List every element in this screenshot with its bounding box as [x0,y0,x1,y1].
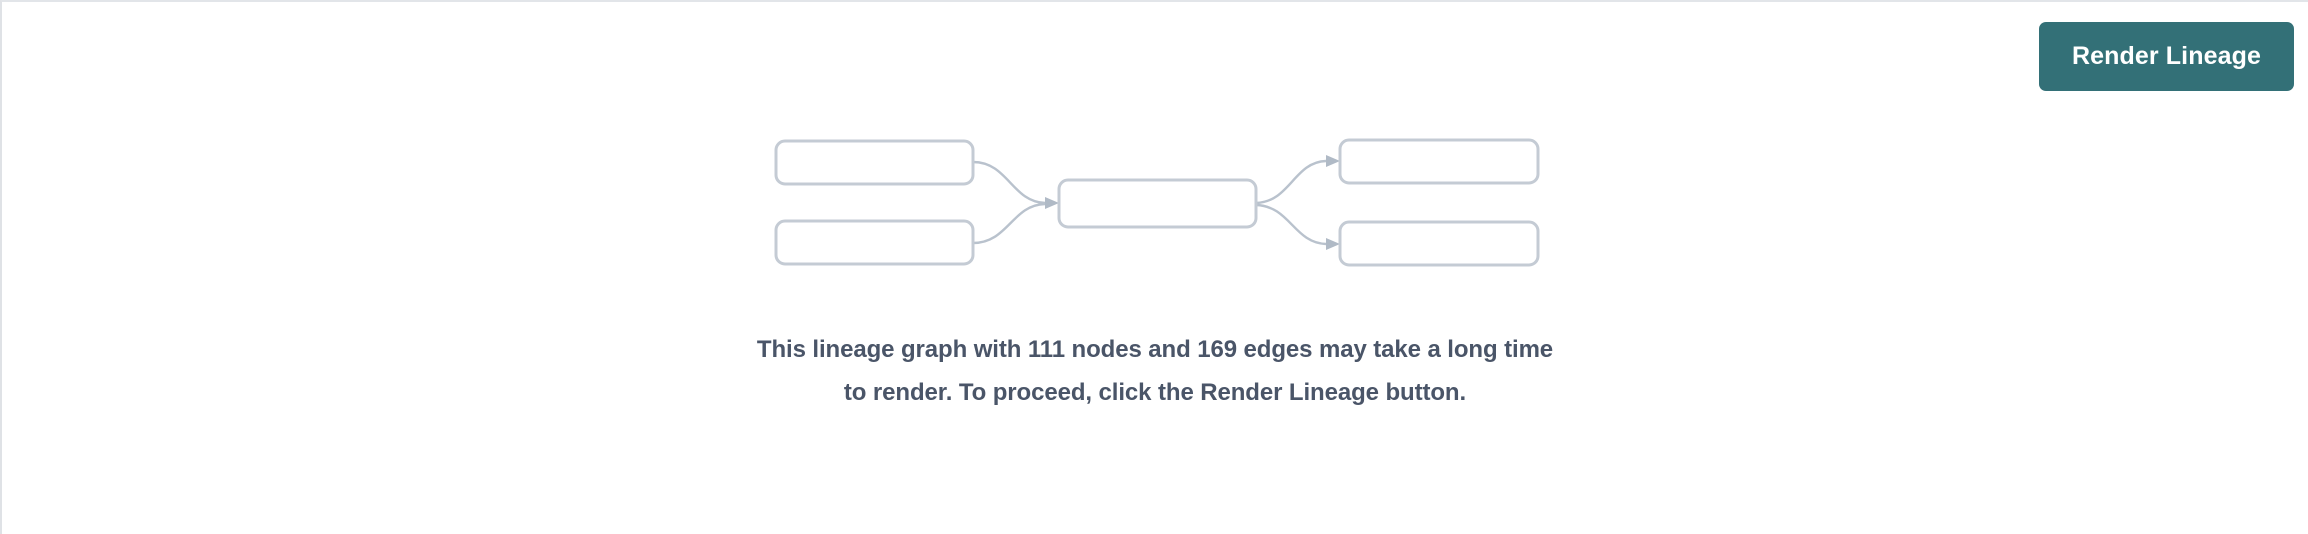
lineage-node-downstream-2 [1338,220,1540,267]
lineage-edge-focus-downstream1 [1255,159,1327,205]
lineage-node-focus [1057,178,1258,229]
lineage-warning-message: This lineage graph with 111 nodes and 16… [756,336,1554,406]
lineage-arrowhead-focus-downstream2 [1326,238,1340,250]
lineage-node-downstream-1 [1338,138,1540,185]
lineage-edge-focus-downstream2 [1255,203,1327,246]
lineage-node-upstream-2 [774,219,975,266]
lineage-arrowhead-upstream1-focus [1045,197,1059,209]
lineage-node-upstream-1 [774,139,975,186]
render-lineage-button[interactable]: Render Lineage [2039,22,2294,91]
lineage-edge-upstream2-focus [972,202,1046,245]
lineage-arrowhead-focus-downstream1 [1326,155,1340,167]
lineage-edge-upstream1-focus [972,160,1046,205]
